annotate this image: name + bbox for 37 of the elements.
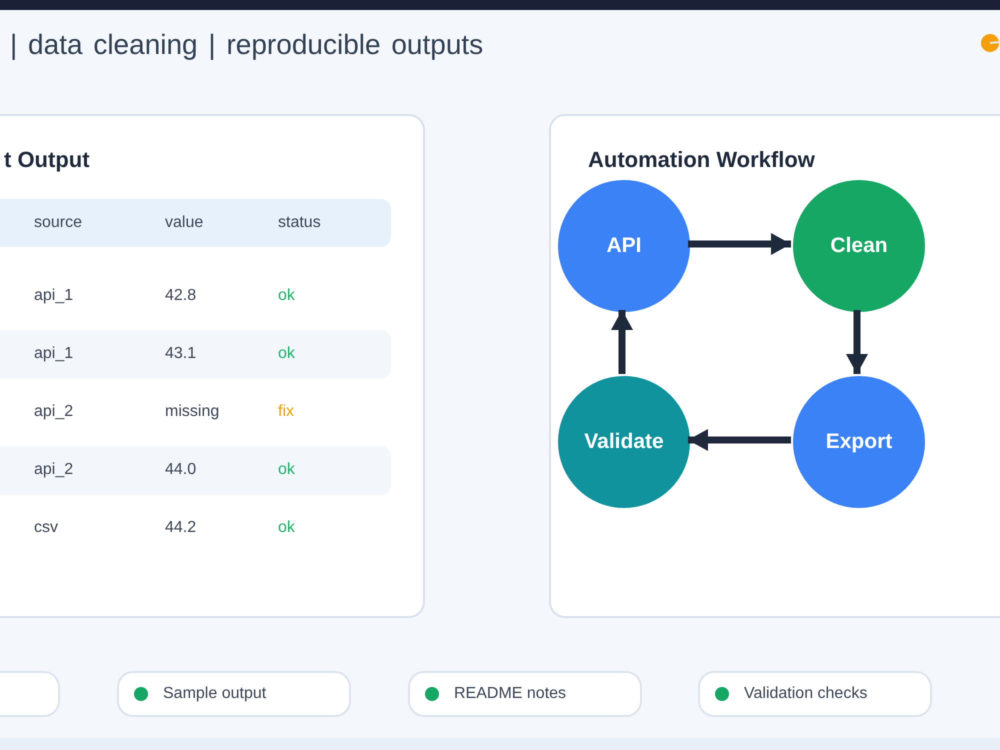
arrow	[846, 310, 868, 374]
status-text: ok	[278, 518, 295, 538]
checklist-chip	[117, 671, 351, 717]
column-header: status	[278, 213, 321, 233]
value-text: missing	[165, 402, 220, 422]
source-name: api_2	[34, 402, 74, 422]
panel-title: Automation Workflow	[588, 146, 815, 174]
status-text: fix	[278, 402, 294, 422]
source-name: csv	[34, 518, 58, 538]
step-label: API	[606, 233, 642, 259]
value-text: 43.1	[165, 344, 196, 364]
arrow	[688, 429, 791, 451]
source-name: api_1	[34, 286, 74, 306]
status-text: ok	[278, 344, 295, 364]
status-text: ok	[278, 286, 295, 306]
status-text: ok	[278, 460, 295, 480]
checklist-chip	[698, 671, 932, 717]
value-text: 44.0	[165, 460, 196, 480]
chip-label: Validation checks	[744, 684, 868, 704]
value-text: 44.2	[165, 518, 196, 538]
subtitle: | data cleaning | reproducible outputs	[10, 28, 484, 62]
arrow	[611, 310, 633, 374]
source-name: api_1	[34, 344, 74, 364]
value-text: 42.8	[165, 286, 196, 306]
step-label: Clean	[830, 233, 888, 259]
panel-card	[549, 114, 1000, 618]
step-label: Validate	[584, 429, 664, 455]
column-header: value	[165, 213, 204, 233]
chip-label: Sample output	[163, 684, 266, 704]
arrow	[688, 233, 791, 255]
chip-label: README notes	[454, 684, 566, 704]
column-header: source	[34, 213, 82, 233]
panel-card	[0, 114, 425, 618]
step-label: Export	[826, 429, 892, 455]
checklist-chip	[408, 671, 642, 717]
source-name: api_2	[34, 460, 74, 480]
panel-title: t Output	[4, 146, 90, 174]
